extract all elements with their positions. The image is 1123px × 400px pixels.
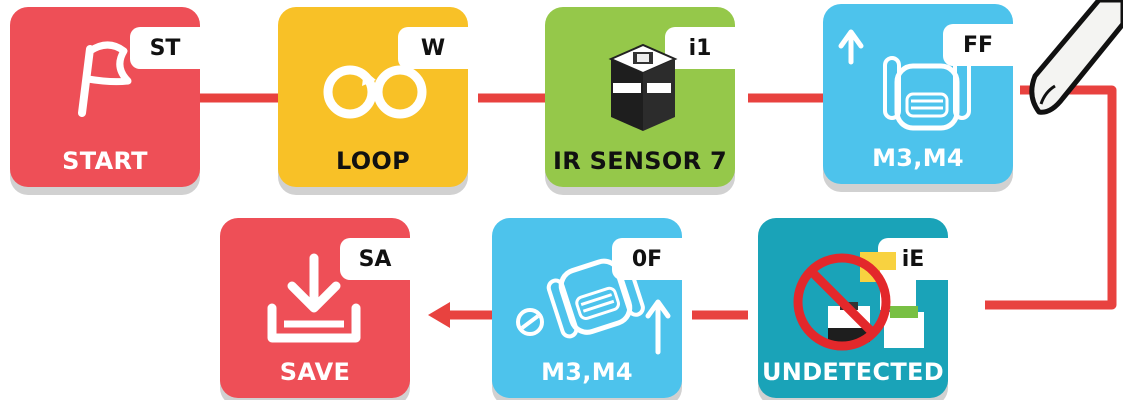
robot-turn-icon <box>516 256 671 355</box>
block-start[interactable]: ST START <box>10 7 200 187</box>
block-tag: FF <box>943 24 1013 66</box>
block-label: M3,M4 <box>541 358 633 386</box>
block-label: M3,M4 <box>872 144 964 172</box>
block-tag: i1 <box>665 27 735 69</box>
loop-icon <box>323 65 427 119</box>
block-tag: W <box>398 27 468 69</box>
block-motor-forward[interactable]: FF M3,M4 <box>823 4 1013 184</box>
block-loop[interactable]: W LOOP <box>278 7 468 187</box>
block-ir-sensor[interactable]: i1 IR SENSOR 7 <box>545 7 735 187</box>
robot-forward-icon <box>838 29 971 131</box>
flag-icon <box>78 41 132 117</box>
arrow-head-icon <box>428 302 450 328</box>
block-label: START <box>62 147 148 175</box>
block-label: LOOP <box>335 147 411 175</box>
stylus-pen-icon <box>1029 0 1123 115</box>
ir-sensor-icon <box>608 43 678 131</box>
block-save[interactable]: SA SAVE <box>220 218 410 398</box>
undetected-sensor-icon <box>793 252 924 351</box>
block-label: UNDETECTED <box>762 358 944 386</box>
block-tag: SA <box>340 238 410 280</box>
block-undetected[interactable]: iE UNDETECTED <box>758 218 948 398</box>
block-label: IR SENSOR 7 <box>552 147 728 175</box>
block-tag: 0F <box>612 238 682 280</box>
block-tag: ST <box>130 27 200 69</box>
block-label: SAVE <box>279 358 351 386</box>
block-motor-turn[interactable]: 0F M3,M4 <box>492 218 682 398</box>
save-download-icon <box>267 253 361 343</box>
